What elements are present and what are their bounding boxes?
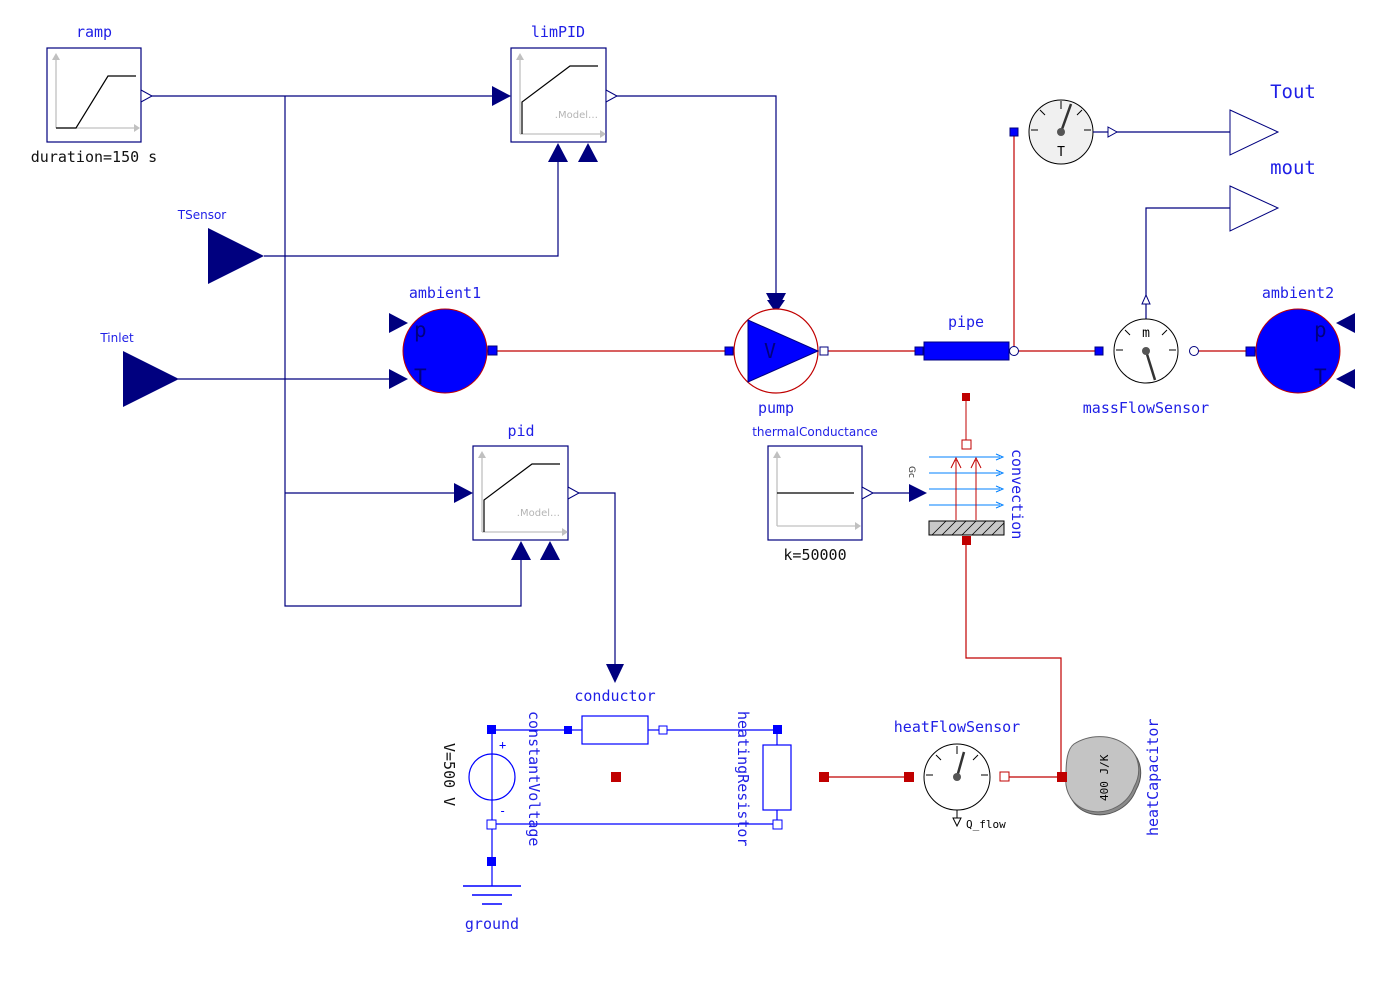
mass-flow-symbol: m [1142, 326, 1150, 341]
mass-flow-sensor-label: massFlowSensor [1083, 399, 1209, 417]
mout-label: mout [1270, 157, 1316, 179]
mout-output[interactable]: mout [1229, 157, 1316, 232]
conductor-heat-port [611, 772, 621, 782]
pid-block[interactable]: .Model… pid [454, 422, 581, 560]
pump-component[interactable]: V pump [724, 293, 829, 417]
constant-voltage-param: V=500 V [440, 743, 458, 806]
ambient2-t-label: T [1314, 365, 1327, 389]
convection-component[interactable]: Gc convection [906, 393, 1026, 545]
ambient1-boundary[interactable]: p T ambient1 [389, 284, 498, 394]
tinlet-label: Tinlet [99, 331, 134, 345]
constant-voltage-label: constantVoltage [525, 711, 543, 846]
voltage-plus-sign: + [499, 738, 506, 752]
constant-voltage-source[interactable]: + - constantVoltage V=500 V [440, 711, 543, 846]
pid-label: pid [507, 422, 534, 440]
heat-capacitor-param: 400 J/K [1098, 754, 1111, 801]
ramp-block[interactable]: ramp duration=150 s [31, 23, 157, 166]
limpid-block[interactable]: .Model… limPID [492, 23, 619, 162]
ground-component[interactable]: ground [463, 857, 521, 933]
limpid-label: limPID [531, 23, 585, 41]
ambient1-p-label: p [414, 318, 427, 342]
limpid-inner-text: .Model… [555, 110, 598, 121]
heat-flow-port-label: Q_flow [966, 818, 1006, 831]
tsensor-input[interactable]: TSensor [177, 208, 264, 284]
mass-flow-sensor[interactable]: m massFlowSensor [1083, 293, 1209, 417]
tsensor-label: TSensor [177, 208, 227, 222]
heat-flow-sensor-label: heatFlowSensor [894, 718, 1020, 736]
pump-label: pump [758, 399, 794, 417]
ambient2-label: ambient2 [1262, 284, 1334, 302]
conductor-label: conductor [574, 687, 655, 705]
ground-label: ground [465, 915, 519, 933]
ambient2-p-label: p [1314, 318, 1327, 342]
pipe-component[interactable]: pipe [914, 313, 1019, 361]
heating-resistor[interactable]: heatingResistor [734, 711, 829, 846]
tout-output[interactable]: Tout [1229, 81, 1316, 156]
ramp-duration-param: duration=150 s [31, 148, 157, 166]
thermal-conductance-label: thermalConductance [752, 425, 878, 439]
pump-symbol: V [764, 339, 776, 363]
tinlet-input[interactable]: Tinlet [99, 331, 179, 407]
conductor-component[interactable]: conductor [564, 664, 668, 782]
temperature-sensor[interactable]: T [1009, 99, 1119, 165]
heating-resistor-label: heatingResistor [734, 711, 752, 846]
convection-label: convection [1008, 449, 1026, 539]
heat-flow-sensor[interactable]: Q_flow heatFlowSensor [894, 718, 1020, 831]
signal-wires [150, 95, 1230, 668]
thermal-conductance-block[interactable]: thermalConductance k=50000 [752, 425, 878, 564]
ambient1-t-label: T [414, 365, 427, 389]
tout-label: Tout [1270, 81, 1316, 103]
voltage-minus-sign: - [499, 804, 506, 818]
ramp-label: ramp [76, 23, 112, 41]
thermal-conductance-param: k=50000 [783, 546, 846, 564]
convection-gc-label: Gc [906, 466, 916, 478]
fluid-wires [493, 132, 1250, 778]
temperature-sensor-symbol: T [1057, 145, 1065, 160]
pid-inner-text: .Model… [517, 508, 560, 519]
heat-capacitor-label: heatCapacitor [1144, 719, 1162, 836]
pipe-label: pipe [948, 313, 984, 331]
ambient2-boundary[interactable]: p T ambient2 [1245, 284, 1355, 394]
heat-capacitor[interactable]: 400 J/K heatCapacitor [1057, 719, 1162, 836]
ambient1-label: ambient1 [409, 284, 481, 302]
